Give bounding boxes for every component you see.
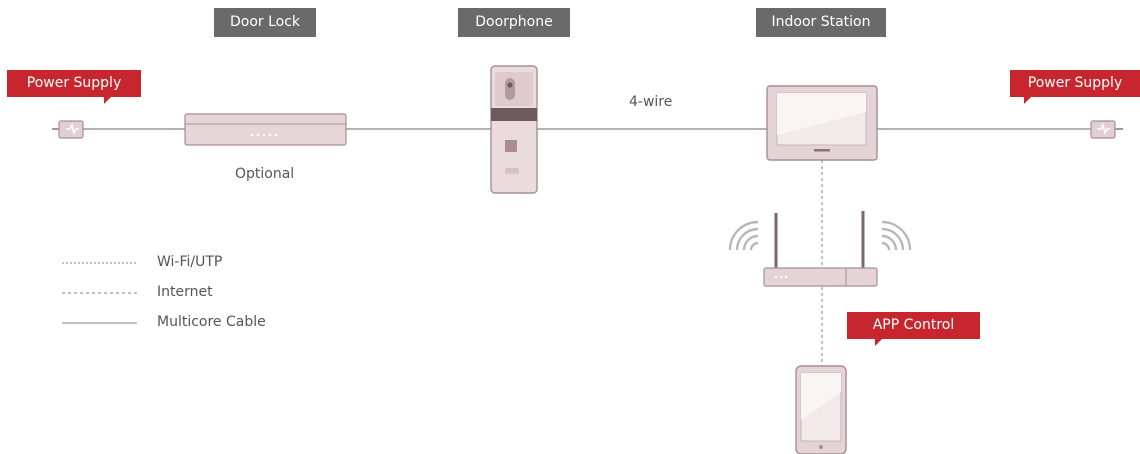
header-doorphone: Doorphone: [458, 8, 570, 37]
wifi-router-icon: [763, 211, 878, 287]
doorphone-icon: [490, 65, 538, 194]
wifi-signal-icon-right: [881, 220, 912, 251]
indoor-monitor-icon: [766, 85, 878, 161]
legend-internet-label: Internet: [157, 284, 213, 300]
header-indoor-station: Indoor Station: [756, 8, 886, 37]
power-supply-tag-right: Power Supply: [1010, 70, 1140, 104]
wifi-signal-icon-left: [728, 220, 759, 251]
power-plug-icon-right: [1090, 120, 1123, 139]
power-supply-tag-left: Power Supply: [7, 70, 141, 104]
door-lock-icon: [184, 113, 347, 146]
legend-multicore-label: Multicore Cable: [157, 314, 266, 330]
legend-wifi-utp-label: Wi-Fi/UTP: [157, 254, 223, 270]
power-plug-icon-left: [52, 120, 84, 139]
smartphone-icon: [795, 365, 847, 454]
optional-label: Optional: [235, 166, 295, 182]
app-control-tag: APP Control: [847, 312, 980, 346]
four-wire-label: 4-wire: [629, 94, 673, 110]
header-door-lock: Door Lock: [214, 8, 316, 37]
